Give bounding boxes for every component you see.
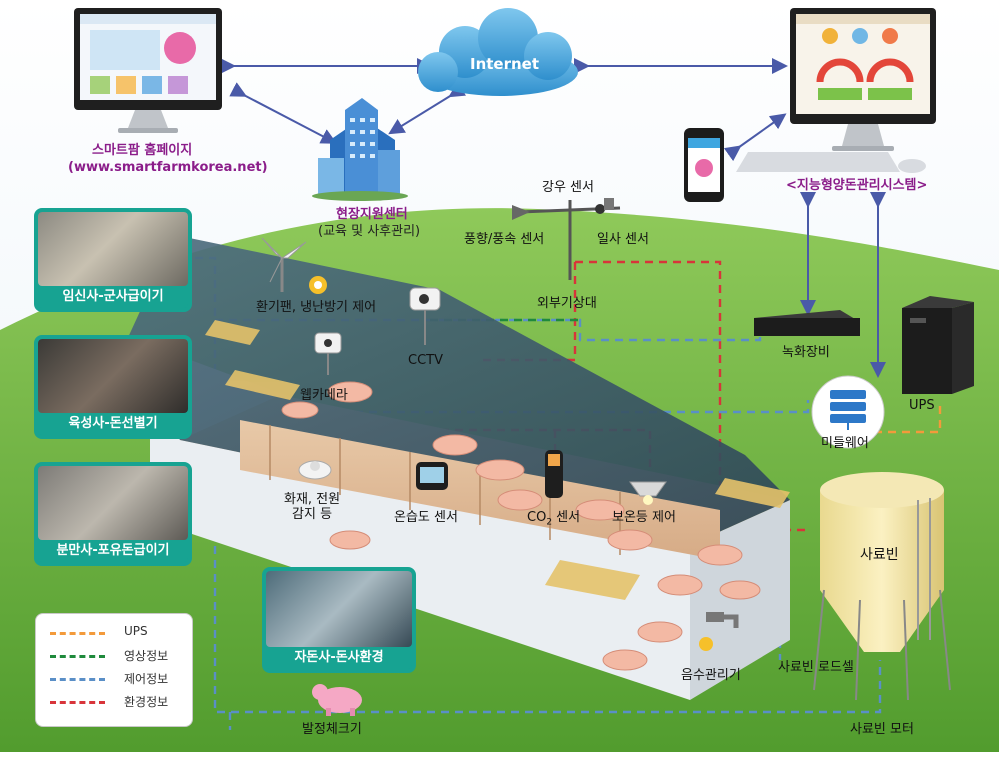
legend-label: 제어정보 [124, 672, 169, 686]
water-tap-icon [699, 612, 739, 651]
webcam-label: 웹카메라 [300, 388, 348, 403]
ventilation-fan-icon [261, 237, 327, 294]
sun-sensor-label: 일사 센서 [597, 232, 649, 247]
humidity-sensor-icon [416, 462, 448, 490]
co2-subscript: 2 [546, 517, 553, 528]
thumb-nursery-barn: 자돈사-돈사환경 [262, 567, 416, 673]
legend-swatch [50, 678, 105, 681]
thumb-gestation-barn: 임신사-군사급이기 [34, 208, 192, 312]
heat-lamp-label: 보온등 제어 [612, 510, 676, 525]
feed-bin-tank-icon [813, 472, 951, 701]
footer-band [0, 752, 999, 777]
fire-sensor-label: 화재, 전원 감지 등 [284, 492, 341, 522]
grower-photo [38, 339, 188, 413]
legend-item-video: 영상정보 [48, 647, 180, 670]
ups-label: UPS [909, 398, 935, 413]
legend-item-ups: UPS [48, 624, 180, 647]
thumb-label: 자돈사-돈사환경 [294, 650, 384, 665]
thumb-farrowing-barn: 분만사-포유돈급이기 [34, 462, 192, 566]
smartphone-icon [684, 128, 724, 202]
water-manager-label: 음수관리기 [681, 668, 741, 683]
support-center-title: 현장지원센터 [336, 207, 408, 222]
fire-sensor-icon [298, 460, 332, 480]
co2-text: CO [527, 510, 547, 525]
recorder-device-icon [754, 310, 860, 336]
weather-station-label: 외부기상대 [537, 296, 597, 311]
support-center-building-icon [312, 98, 408, 201]
system-title: <지능형양돈관리시스템> [786, 178, 928, 193]
rain-sensor-label: 강우 센서 [542, 180, 594, 195]
legend-item-environment: 환경정보 [48, 693, 180, 716]
internet-label: Internet [470, 55, 540, 73]
homepage-title: 스마트팜 홈페이지 [92, 143, 193, 158]
support-center-subtitle: (교육 및 사후관리) [318, 224, 421, 239]
estrus-checker-pig-icon [312, 684, 362, 716]
co2-sensor-label: CO2 센서 [527, 510, 580, 531]
legend-label: UPS [124, 624, 148, 638]
heat-lamp-icon [629, 481, 667, 505]
co2-sensor-word: 센서 [552, 510, 581, 525]
homepage-monitor-icon [74, 8, 222, 133]
fan-control-label: 환기팬, 냉난방기 제어 [256, 300, 377, 315]
recorder-label: 녹화장비 [782, 345, 830, 360]
thumb-label: 분만사-포유돈급이기 [56, 543, 170, 558]
legend-swatch [50, 655, 105, 658]
estrus-checker-label: 발정체크기 [302, 722, 362, 737]
legend-swatch [50, 701, 105, 704]
thumb-grower-barn: 육성사-돈선별기 [34, 335, 192, 439]
middleware-label: 미들웨어 [821, 436, 869, 451]
webcam-icon [314, 332, 342, 375]
internet-cloud-icon [418, 8, 578, 96]
humidity-sensor-label: 온습도 센서 [394, 510, 458, 525]
thumb-label: 육성사-돈선별기 [68, 416, 158, 431]
feed-bin-label: 사료빈 [860, 547, 899, 563]
legend-label: 영상정보 [124, 649, 169, 663]
legend-item-control: 제어정보 [48, 670, 180, 693]
homepage-url: (www.smartfarmkorea.net) [68, 160, 268, 175]
wind-sensor-label: 풍향/풍속 센서 [464, 232, 545, 247]
weather-station-icon [512, 198, 621, 280]
co2-sensor-icon [545, 450, 563, 498]
legend-label: 환경정보 [124, 695, 169, 709]
thumb-label: 임신사-군사급이기 [62, 289, 164, 304]
cctv-camera-icon [409, 287, 441, 345]
feed-motor-label: 사료빈 모터 [850, 722, 914, 737]
nursery-photo [266, 571, 412, 647]
system-monitor-icon [736, 8, 936, 173]
pig-barn-illustration [120, 235, 790, 700]
legend-swatch [50, 632, 105, 635]
load-cell-label: 사료빈 로드셀 [778, 660, 854, 675]
ups-tower-icon [902, 296, 974, 394]
farrowing-photo [38, 466, 188, 540]
cctv-label: CCTV [408, 353, 443, 368]
network-links [220, 58, 886, 378]
legend: UPS 영상정보 제어정보 환경정보 [35, 613, 193, 727]
middleware-server-icon [811, 375, 885, 449]
gestation-photo [38, 212, 188, 286]
